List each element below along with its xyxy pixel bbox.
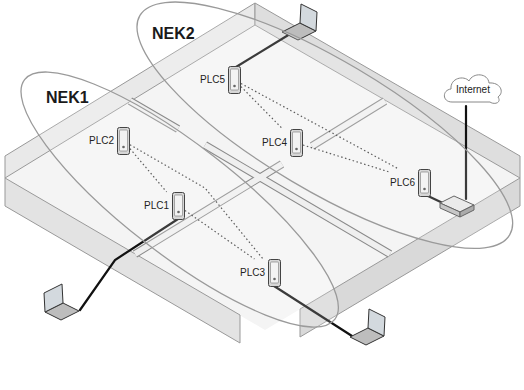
laptop [44, 284, 79, 320]
plc-adapter: PLC4 [262, 129, 303, 157]
cloud-label: Internet [456, 80, 490, 96]
plc-icon [418, 169, 431, 197]
internet-cloud: Internet [440, 70, 506, 106]
plc-led [295, 148, 298, 151]
network-label: NEK1 [46, 89, 89, 106]
laptop-screen [368, 309, 385, 336]
label-column: PLC6 [390, 176, 415, 190]
plc-adapter: PLC3 [240, 259, 281, 287]
plc-adapter: PLC2 [89, 127, 130, 155]
plc-face [174, 195, 182, 216]
plc-body [228, 66, 240, 93]
plc-body [418, 169, 430, 196]
plc-body [268, 259, 280, 286]
plc-adapter: PLC5 [200, 66, 241, 94]
device-label: PLC6 [390, 176, 415, 190]
plc-led [423, 188, 426, 191]
plc-icon [117, 127, 130, 155]
plc-body [117, 127, 129, 154]
laptop-screen [300, 4, 317, 31]
plc-icon [228, 66, 241, 94]
network-label: NEK2 [152, 25, 195, 42]
device-label: PLC2 [89, 134, 114, 148]
plc-adapter: PLC6 [390, 169, 431, 197]
device-label: PLC4 [262, 136, 287, 150]
device-label: PLC5 [200, 73, 225, 87]
label-column: PLC4 [262, 136, 287, 150]
plc-face [119, 130, 127, 151]
plc-icon [268, 259, 281, 287]
cloud-outline [444, 75, 501, 104]
label-column: PLC3 [240, 266, 265, 280]
plc-led [273, 278, 276, 281]
plc-face [230, 69, 238, 90]
label-column: PLC5 [200, 73, 225, 87]
plc-face [420, 172, 428, 193]
plc-body [172, 192, 184, 219]
plc-led [233, 85, 236, 88]
plc-led [122, 146, 125, 149]
network-ellipse-shape [0, 37, 369, 364]
plc-icon [290, 129, 303, 157]
plc-face [270, 262, 278, 283]
label-column: PLC2 [89, 134, 114, 148]
network-ellipse: NEK1PLC2PLC1PLC3 [21, 72, 338, 327]
plc-led [177, 211, 180, 214]
laptop-screen [44, 284, 63, 312]
device-label: PLC1 [144, 199, 169, 213]
plc-icon [172, 192, 185, 220]
plc-adapter: PLC1 [144, 192, 185, 220]
plc-body [290, 129, 302, 156]
laptop [350, 309, 385, 345]
plc-face [292, 132, 300, 153]
label-column: PLC1 [144, 199, 169, 213]
device-label: PLC3 [240, 266, 265, 280]
